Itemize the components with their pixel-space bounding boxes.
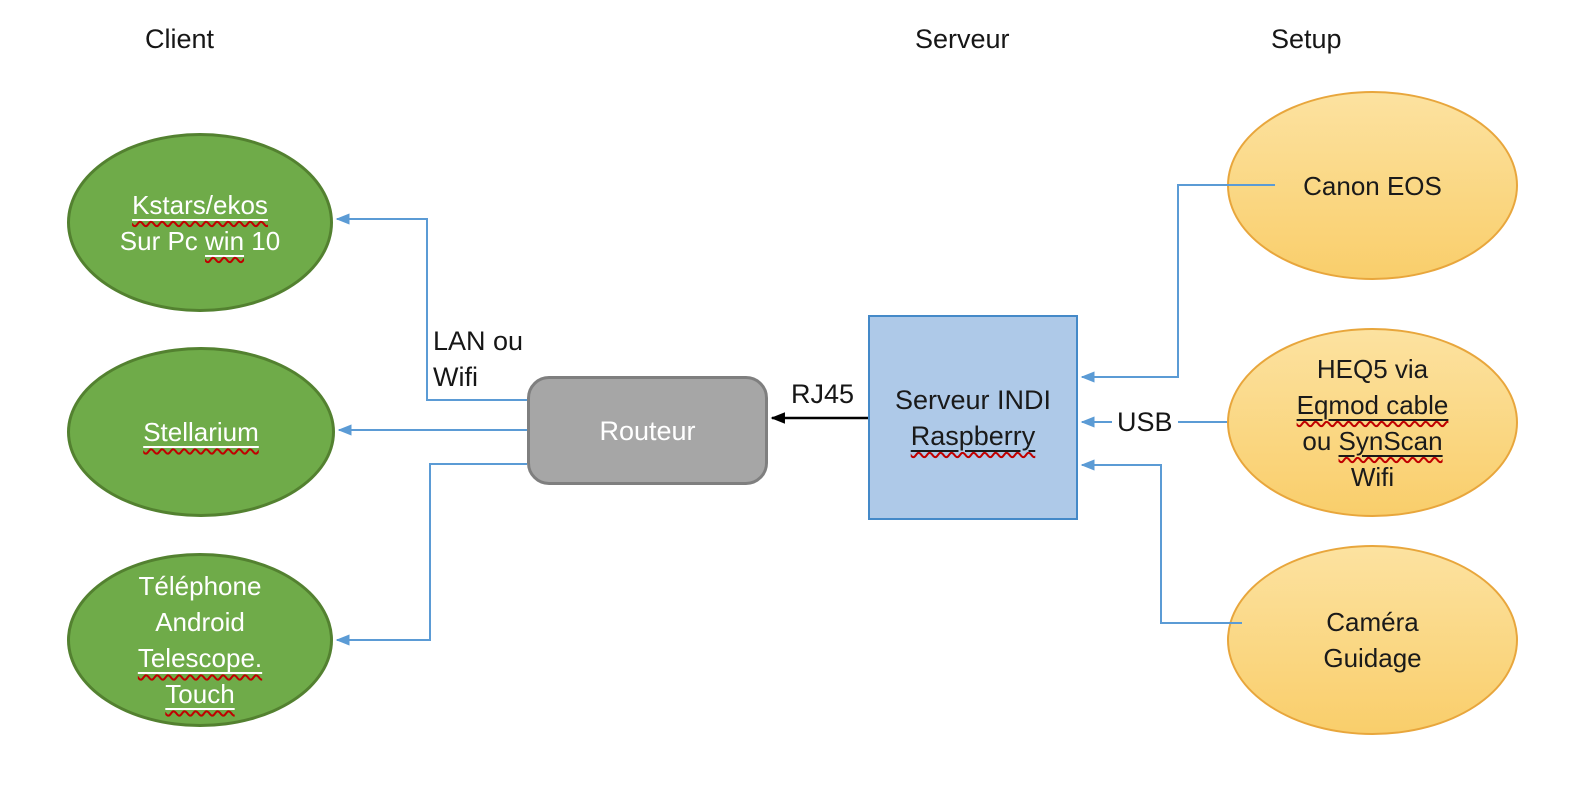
node-phone-line4: Touch [165,679,235,709]
node-indi-box: Serveur INDI Raspberry [868,315,1078,520]
node-heq5-line1: HEQ5 via [1316,353,1429,384]
node-router-box: Routeur [527,376,768,485]
label-lan-wifi: LAN ou Wifi [433,323,523,395]
node-indi-line2: Raspberry [910,420,1036,451]
node-guide-ellipse: Caméra Guidage [1227,545,1518,735]
node-kstars-line1: Kstars/ekos [132,189,268,220]
node-kstars-ellipse: Kstars/ekos Sur Pc win 10 [67,133,333,312]
node-guide-line2: Guidage [1323,643,1422,673]
column-header-client: Client [145,24,215,54]
label-lan-line1: LAN ou [433,326,524,356]
node-indi-line1: Serveur INDI [894,384,1052,415]
label-usb: USB [1112,404,1178,440]
node-phone-line1: Téléphone [138,571,262,601]
label-rj45: RJ45 [791,379,855,409]
node-phone-ellipse: Téléphone Android Telescope. Touch [67,553,333,727]
node-stellarium-line1: Stellarium [143,417,259,447]
column-header-serveur: Serveur [915,24,1010,54]
node-kstars-line2: Sur Pc win 10 [119,225,281,256]
node-guide-line1: Caméra [1326,607,1419,637]
node-canon-line1: Canon EOS [1303,170,1442,201]
node-heq5-line3: ou SynScan [1302,425,1443,456]
connector-guide-indi [1080,459,1242,624]
connector-router-phone [335,463,527,646]
node-router-label: Routeur [599,415,696,446]
node-canon-ellipse: Canon EOS [1227,91,1518,280]
node-heq5-line4: Wifi [1350,461,1395,492]
node-phone-line3: Telescope. [137,643,263,673]
node-heq5-ellipse: HEQ5 via Eqmod cable ou SynScan Wifi [1227,328,1518,517]
node-phone-line2: Android [155,607,245,637]
label-lan-line2: Wifi [433,362,478,392]
node-heq5-line2: Eqmod cable [1296,389,1449,420]
column-header-setup: Setup [1271,24,1342,54]
node-stellarium-ellipse: Stellarium [67,347,335,517]
